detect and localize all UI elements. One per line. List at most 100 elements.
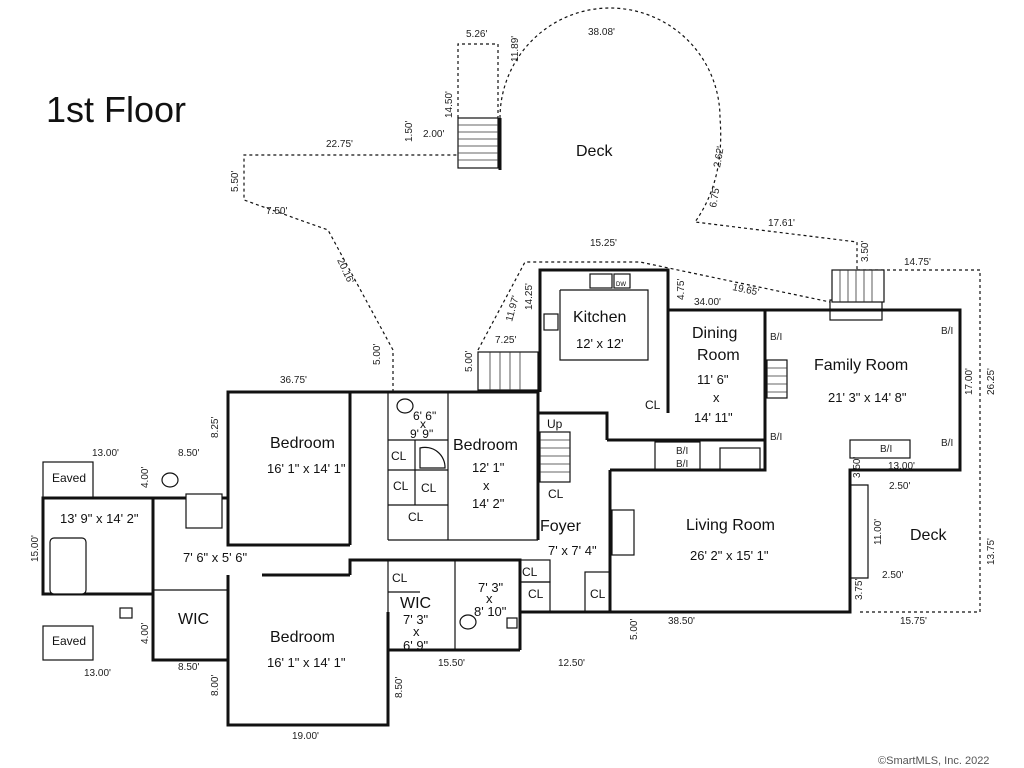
svg-text:CL: CL: [392, 571, 408, 585]
svg-text:2.62': 2.62': [712, 145, 727, 168]
svg-text:11.00': 11.00': [873, 519, 884, 545]
svg-text:8.50': 8.50': [394, 677, 405, 698]
svg-text:B/I: B/I: [676, 446, 688, 457]
svg-text:CL: CL: [528, 587, 544, 601]
svg-text:3.50': 3.50': [852, 457, 863, 478]
bathtub-icon: [49, 537, 87, 595]
svg-text:15.25': 15.25': [590, 238, 617, 249]
toilet-icon-mid: [459, 614, 477, 630]
svg-text:36.75': 36.75': [280, 375, 307, 386]
bath-small-size1: 6' 6": [413, 409, 436, 423]
toilet-icon-small: [396, 398, 414, 414]
dining-size1: 11' 6": [697, 372, 729, 387]
copyright: ©SmartMLS, Inc. 2022: [878, 755, 989, 767]
svg-text:14.50': 14.50': [444, 91, 455, 118]
kitchen-family-dashed-outline: [477, 261, 981, 613]
svg-text:8.50': 8.50': [178, 448, 199, 459]
svg-text:4.75': 4.75': [676, 279, 687, 300]
living-label: Living Room: [686, 517, 775, 534]
svg-text:34.00': 34.00': [694, 297, 721, 308]
closet-labels: CL CL CL CL CL CL CL CL CL CL: [391, 398, 661, 601]
bedroom2-label: Bedroom: [453, 437, 518, 454]
walls: [41, 268, 962, 727]
svg-text:CL: CL: [522, 565, 538, 579]
svg-text:20.16': 20.16': [334, 257, 355, 286]
bath-mid-size1: 7' 3": [478, 580, 504, 595]
svg-text:B/I: B/I: [941, 438, 953, 449]
bath-mid-x: x: [486, 591, 493, 606]
deck-stair-top: [457, 117, 502, 170]
wic-mid-size1: 7' 3": [403, 612, 429, 627]
deck-top-label: Deck: [576, 143, 613, 160]
measurements: 5.26' 11.89' 38.08' 14.50' 1.50' 2.00' 2…: [30, 27, 997, 742]
svg-text:8.50': 8.50': [178, 662, 199, 673]
dishwasher-label: DW: [616, 282, 626, 288]
svg-text:5.26': 5.26': [466, 29, 487, 40]
family-label: Family Room: [814, 357, 908, 374]
svg-text:3.75': 3.75': [854, 579, 865, 600]
wic-mid-size2: 6' 9": [403, 638, 429, 653]
svg-text:B/I: B/I: [676, 459, 688, 470]
wic-mid-label: WIC: [400, 595, 431, 612]
svg-text:B/I: B/I: [941, 326, 953, 337]
eaved-top-label: Eaved: [52, 471, 86, 485]
dining-x: x: [713, 390, 720, 405]
bedroom1-size: 16' 1" x 14' 1": [267, 461, 346, 476]
bedroom2-size2: 14' 2": [472, 496, 505, 511]
family-size: 21' 3" x 14' 8": [828, 390, 907, 405]
bath-small-x: x: [420, 417, 426, 431]
svg-text:2.00': 2.00': [423, 129, 444, 140]
svg-text:B/I: B/I: [880, 444, 892, 455]
bath-small-size2: 9' 9": [410, 427, 433, 441]
svg-text:7.50': 7.50': [266, 206, 287, 217]
svg-text:8.00': 8.00': [210, 675, 221, 696]
svg-text:5.00': 5.00': [464, 351, 475, 372]
svg-text:5.00': 5.00': [372, 344, 383, 365]
svg-text:19.00': 19.00': [292, 731, 319, 742]
svg-text:CL: CL: [590, 587, 606, 601]
bath-left-size: 13' 9" x 14' 2": [60, 511, 139, 526]
foyer-size: 7' x 7' 4": [548, 543, 597, 558]
svg-text:19.65': 19.65': [731, 282, 760, 298]
svg-text:26.25': 26.25': [986, 368, 997, 395]
toilet-icon: [161, 472, 179, 488]
svg-text:13.75': 13.75': [986, 538, 997, 565]
dining-size2: 14' 11": [694, 410, 733, 425]
svg-text:B/I: B/I: [770, 332, 782, 343]
dishwasher-icon: [613, 273, 631, 289]
kitchen-label: Kitchen: [573, 309, 626, 326]
svg-text:11.97': 11.97': [504, 295, 521, 323]
hall-size: 7' 6" x 5' 6": [183, 550, 247, 565]
svg-text:CL: CL: [393, 479, 409, 493]
svg-text:14.75': 14.75': [904, 257, 931, 268]
svg-text:15.50': 15.50': [438, 658, 465, 669]
svg-text:B/I: B/I: [770, 432, 782, 443]
svg-text:5.50': 5.50': [230, 171, 241, 192]
svg-text:CL: CL: [645, 398, 661, 412]
svg-text:15.75': 15.75': [900, 616, 927, 627]
living-size: 26' 2" x 15' 1": [690, 548, 769, 563]
svg-text:CL: CL: [408, 510, 424, 524]
wic-mid-x: x: [413, 624, 420, 639]
svg-text:4.00': 4.00': [140, 623, 151, 644]
bedroom3-size: 16' 1" x 14' 1": [267, 655, 346, 670]
stove-icon: [543, 313, 559, 331]
bedroom1-label: Bedroom: [270, 435, 335, 452]
svg-text:38.08': 38.08': [588, 27, 615, 38]
svg-text:13.00': 13.00': [92, 448, 119, 459]
deck-right-label: Deck: [910, 527, 947, 544]
kitchen-size: 12' x 12': [576, 336, 624, 351]
dining-label1: Dining: [692, 325, 737, 342]
stair-up-label: Up: [547, 417, 563, 431]
svg-text:CL: CL: [391, 449, 407, 463]
bedroom2-x: x: [483, 478, 490, 493]
svg-text:17.00': 17.00': [964, 368, 975, 395]
builtin-labels: B/I B/I B/I B/I B/I B/I B/I: [676, 326, 953, 470]
svg-text:2.50': 2.50': [882, 570, 903, 581]
svg-text:7.25': 7.25': [495, 335, 516, 346]
svg-text:5.00': 5.00': [629, 619, 640, 640]
bedroom3-label: Bedroom: [270, 629, 335, 646]
svg-text:3.50': 3.50': [860, 241, 871, 262]
kitchen-sink-icon: [589, 273, 613, 289]
